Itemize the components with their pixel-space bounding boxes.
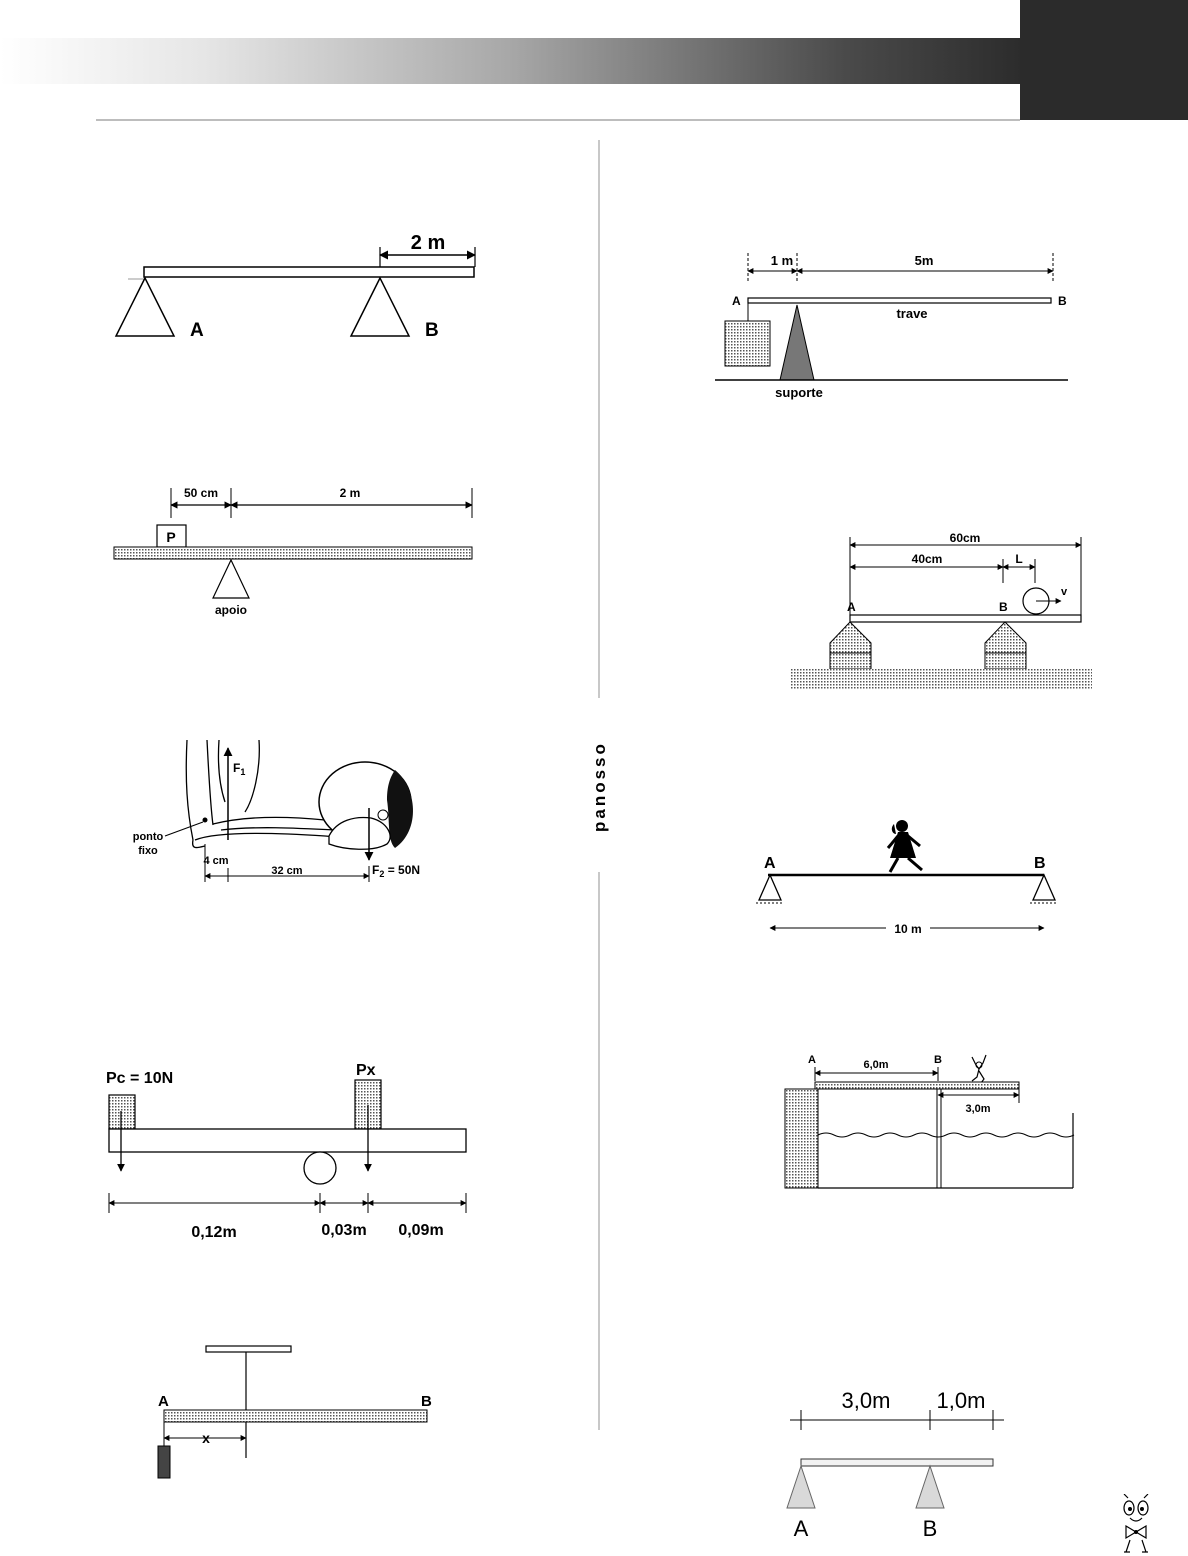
- pivot-label-1: ponto: [133, 831, 164, 843]
- label-b: B: [934, 1054, 942, 1066]
- label-a: A: [732, 294, 741, 308]
- dimension-label-1: 0,12m: [191, 1224, 236, 1241]
- label-a: A: [190, 320, 204, 341]
- support-b: [1033, 875, 1055, 900]
- header-corner-block: [1020, 0, 1188, 120]
- label-a: A: [764, 855, 776, 872]
- support-label: suporte: [775, 385, 823, 400]
- fulcrum-label: apoio: [215, 603, 247, 617]
- header-rule: [96, 119, 1020, 121]
- figure-beam-two-supports: 2 m A B: [100, 225, 490, 350]
- beam: [109, 1129, 466, 1152]
- beam: [748, 298, 1051, 303]
- figure-ball-on-beam: 60cm 40cm L v A B: [785, 525, 1095, 693]
- dimension-small-label: 4 cm: [203, 855, 228, 867]
- upper-arm-outline: [186, 740, 259, 840]
- diving-board: [815, 1082, 1019, 1089]
- support-b-base: [985, 653, 1026, 669]
- support-b: [916, 1466, 944, 1508]
- hanging-block: [725, 321, 770, 366]
- walking-girl-icon: [888, 820, 922, 872]
- figure-forearm-lever: F1 ponto fixo 4 cm 32 cm F2 = 50N: [125, 740, 445, 890]
- support-b: [351, 278, 409, 336]
- label-a: A: [158, 1393, 169, 1410]
- dimension-over-label: 3,0m: [965, 1103, 990, 1115]
- pivot-point: [203, 818, 208, 823]
- support-a: [759, 875, 781, 900]
- figure-diving-board-pool: A B 6,0m 3,0m: [780, 1045, 1080, 1195]
- bar: [164, 1410, 427, 1422]
- dimension-long-label: 32 cm: [271, 865, 302, 877]
- beam-label: trave: [896, 306, 927, 321]
- water-surface: [818, 1133, 1074, 1137]
- fulcrum: [213, 560, 249, 598]
- mascot-icon: [1116, 1494, 1156, 1554]
- support-wedge: [780, 305, 814, 380]
- dimension-x-label: x: [202, 1430, 210, 1446]
- leader-line: [165, 822, 203, 836]
- beam: [144, 267, 474, 277]
- weight-px-label: Px: [356, 1062, 376, 1079]
- dimension-label-right: 2 m: [340, 486, 361, 500]
- jumping-person-icon: [972, 1055, 986, 1083]
- pivot-label-2: fixo: [138, 845, 158, 857]
- column-divider-bottom: [598, 872, 600, 1430]
- label-b: B: [425, 320, 439, 341]
- elbow-outline: [193, 840, 205, 848]
- label-a: A: [794, 1516, 809, 1541]
- label-b: B: [1034, 855, 1046, 872]
- dimension-label-3: 0,09m: [398, 1222, 443, 1239]
- beam: [850, 615, 1081, 622]
- support-a: [787, 1466, 815, 1508]
- dimension-label-left: 50 cm: [184, 486, 218, 500]
- label-b: B: [421, 1393, 432, 1410]
- velocity-label: v: [1061, 586, 1068, 598]
- dimension-label-2: 1,0m: [937, 1388, 986, 1413]
- figure-beam-on-support-with-block: 1 m 5m A B trave suporte: [710, 245, 1080, 405]
- beam: [801, 1459, 993, 1466]
- pool-wall: [785, 1089, 818, 1188]
- dimension-label-1: 3,0m: [842, 1388, 891, 1413]
- beam: [114, 547, 472, 559]
- figure-lever-with-weight: 50 cm 2 m P apoio: [100, 480, 490, 625]
- dimension-total-label: 60cm: [950, 531, 981, 545]
- weight-pc-label: Pc = 10N: [106, 1070, 173, 1087]
- header-gradient-bar: [0, 38, 1128, 84]
- label-a: A: [808, 1054, 816, 1066]
- figure-balance-with-weights: Pc = 10N Px 0,12m 0,03m 0,09m: [100, 1055, 490, 1245]
- ceiling-support: [206, 1346, 291, 1352]
- dimension-ab-label: 40cm: [912, 552, 943, 566]
- dimension-label-2: 0,03m: [321, 1222, 366, 1239]
- label-b: B: [1058, 294, 1067, 308]
- dimension-ab-label: 6,0m: [863, 1059, 888, 1071]
- dimension-l-label: L: [1015, 552, 1022, 566]
- support-a: [116, 278, 174, 336]
- figure-bridge-with-walker: A B 10 m: [750, 818, 1070, 943]
- dimension-label-1: 1 m: [771, 253, 793, 268]
- dimension-label: 2 m: [411, 232, 445, 254]
- weight-pc: [109, 1095, 135, 1129]
- label-b: B: [923, 1516, 938, 1541]
- figure-beam-overhang: 3,0m 1,0m A B: [780, 1382, 1020, 1542]
- ground: [790, 669, 1092, 689]
- label-a: A: [847, 600, 856, 614]
- hand-thumb: [378, 810, 388, 820]
- fulcrum-ball: [304, 1152, 336, 1184]
- support-b: [985, 622, 1026, 653]
- weight-label: P: [166, 529, 175, 545]
- dimension-label: 10 m: [894, 922, 921, 936]
- vertical-brand-text: panosso: [590, 722, 608, 852]
- label-b: B: [999, 600, 1008, 614]
- support-a: [830, 622, 871, 653]
- support-a-base: [830, 653, 871, 669]
- force-f2-label: F2 = 50N: [372, 863, 420, 879]
- figure-suspended-bar: A B x: [150, 1340, 450, 1485]
- column-divider-top: [598, 140, 600, 698]
- dimension-label-2: 5m: [915, 253, 934, 268]
- hanging-weight: [158, 1446, 170, 1478]
- force-f1-label: F1: [233, 761, 245, 777]
